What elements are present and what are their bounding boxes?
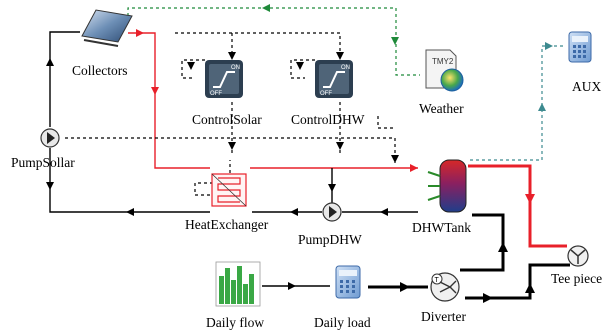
weather-icon[interactable]: TMY2 bbox=[425, 49, 464, 92]
flow-to-load-link bbox=[262, 282, 330, 290]
heat-exchanger-label: HeatExchanger bbox=[185, 217, 269, 232]
dhw-tank-label: DHWTank bbox=[412, 220, 471, 235]
collectors-label: Collectors bbox=[72, 63, 128, 78]
control-arrowheads bbox=[187, 52, 399, 163]
control-solar-icon[interactable]: ON OFF bbox=[205, 60, 243, 98]
dhw-loop-links bbox=[252, 168, 418, 216]
control-solar-on-text: ON bbox=[231, 65, 240, 71]
pump-dhw-icon[interactable] bbox=[322, 202, 342, 222]
diverter-mark: T bbox=[435, 277, 440, 284]
weather-icon-text: TMY2 bbox=[432, 57, 454, 66]
weather-signal-link bbox=[127, 7, 420, 76]
control-solar-label: ControlSolar bbox=[192, 112, 262, 127]
mains-links bbox=[368, 213, 570, 303]
pump-sollar-label: PumpSollar bbox=[11, 155, 75, 170]
aux-signal-link bbox=[470, 45, 563, 161]
hot-loop-links bbox=[128, 29, 418, 172]
daily-load-icon[interactable] bbox=[335, 265, 361, 299]
diverter-icon[interactable]: T bbox=[430, 272, 460, 302]
daily-load-label: Daily load bbox=[314, 315, 371, 330]
daily-flow-icon[interactable] bbox=[215, 261, 261, 307]
control-dhw-icon[interactable]: ON OFF bbox=[315, 60, 353, 98]
aux-icon[interactable] bbox=[568, 31, 592, 63]
tee-piece-icon[interactable] bbox=[567, 245, 589, 267]
control-dhw-on-text: ON bbox=[341, 65, 350, 71]
tee-piece-label: Tee piece bbox=[551, 271, 602, 286]
control-dhw-off-text: OFF bbox=[320, 91, 332, 97]
aux-label: AUX bbox=[572, 79, 601, 94]
dhw-tank-icon[interactable] bbox=[427, 159, 467, 213]
collectors-icon[interactable] bbox=[81, 9, 133, 47]
tank-to-tee-link bbox=[468, 164, 567, 248]
aux-link-arrow-2 bbox=[545, 42, 553, 50]
solar-loop-links bbox=[46, 31, 210, 216]
weather-link-arrow-2 bbox=[391, 37, 399, 45]
daily-flow-label: Daily flow bbox=[206, 315, 264, 330]
heat-exchanger-icon[interactable] bbox=[211, 173, 247, 207]
diverter-label: Diverter bbox=[421, 309, 466, 324]
weather-link-arrow bbox=[262, 4, 270, 12]
control-solar-off-text: OFF bbox=[210, 91, 222, 97]
control-dhw-label: ControlDHW bbox=[291, 112, 365, 127]
pump-dhw-label: PumpDHW bbox=[298, 232, 362, 247]
aux-link-arrow bbox=[538, 103, 546, 111]
weather-label: Weather bbox=[419, 101, 464, 116]
pump-sollar-icon[interactable] bbox=[40, 128, 60, 148]
